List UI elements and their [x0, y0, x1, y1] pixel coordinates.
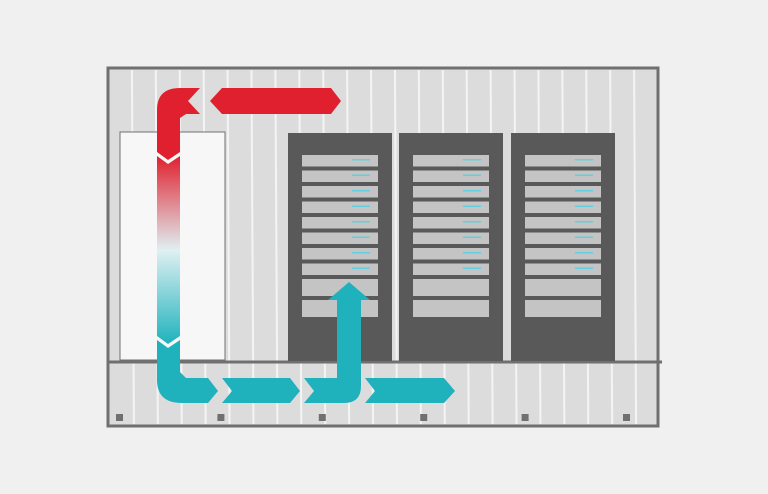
- server-led: [463, 252, 481, 254]
- cold-air-underfloor-arrow: [222, 378, 300, 403]
- floor-vents: [116, 414, 630, 421]
- server-unit: [413, 232, 489, 244]
- server-led: [463, 236, 481, 238]
- server-racks: [288, 133, 615, 361]
- server-led: [463, 159, 481, 161]
- server-unit: [302, 170, 378, 182]
- server-unit: [525, 232, 601, 244]
- wall-panel-line: [633, 69, 638, 425]
- server-unit: [525, 155, 601, 167]
- server-unit: [413, 186, 489, 198]
- server-unit: [525, 279, 601, 296]
- room-frame: [106, 66, 660, 428]
- server-led: [463, 267, 481, 269]
- server-led: [352, 174, 370, 176]
- server-unit: [525, 186, 601, 198]
- server-led: [575, 205, 593, 207]
- server-led: [352, 267, 370, 269]
- wall-panel-line: [226, 69, 231, 425]
- cold-air-continue-arrow: [365, 378, 455, 403]
- server-led: [352, 190, 370, 192]
- server-rack: [399, 133, 503, 361]
- server-led: [463, 174, 481, 176]
- server-led: [463, 221, 481, 223]
- server-unit: [302, 155, 378, 167]
- server-unit: [413, 170, 489, 182]
- server-unit: [302, 217, 378, 229]
- server-led: [575, 267, 593, 269]
- hot-air-corner-arrow: [157, 88, 200, 160]
- floor-vent: [318, 414, 326, 421]
- server-unit: [302, 201, 378, 213]
- server-unit: [413, 248, 489, 260]
- server-rack: [511, 133, 615, 361]
- cooling-gradient-column: [157, 156, 180, 344]
- server-unit: [413, 217, 489, 229]
- server-led: [575, 159, 593, 161]
- server-unit: [302, 186, 378, 198]
- server-unit: [525, 300, 601, 317]
- server-unit: [413, 263, 489, 275]
- server-unit: [525, 170, 601, 182]
- cold-air-rising-arrow: [304, 282, 370, 403]
- wall-panel-line: [250, 69, 255, 425]
- server-led: [575, 221, 593, 223]
- server-led: [352, 252, 370, 254]
- server-led: [575, 190, 593, 192]
- server-led: [352, 159, 370, 161]
- server-led: [463, 205, 481, 207]
- wall-panel-line: [393, 69, 398, 425]
- airflow-arrows: [157, 88, 455, 403]
- floor-vent: [521, 414, 529, 421]
- rack-cabinet: [399, 133, 503, 361]
- server-unit: [413, 300, 489, 317]
- server-led: [575, 252, 593, 254]
- floor-vent: [623, 414, 630, 421]
- hot-air-return-arrow: [210, 88, 341, 114]
- server-led: [463, 190, 481, 192]
- wall-panel-line: [274, 69, 279, 425]
- server-led: [352, 236, 370, 238]
- server-unit: [525, 201, 601, 213]
- server-led: [575, 236, 593, 238]
- server-unit: [525, 263, 601, 275]
- server-unit: [413, 201, 489, 213]
- server-led: [575, 174, 593, 176]
- floor-vent: [116, 414, 123, 421]
- rack-cabinet: [511, 133, 615, 361]
- server-unit: [413, 279, 489, 296]
- server-unit: [302, 232, 378, 244]
- server-unit: [525, 217, 601, 229]
- server-unit: [302, 263, 378, 275]
- server-unit: [525, 248, 601, 260]
- server-led: [352, 221, 370, 223]
- floor-vent: [420, 414, 428, 421]
- server-unit: [302, 248, 378, 260]
- server-unit: [413, 155, 489, 167]
- server-led: [352, 205, 370, 207]
- cold-air-corner-arrow: [157, 340, 218, 403]
- floor-vent: [217, 414, 225, 421]
